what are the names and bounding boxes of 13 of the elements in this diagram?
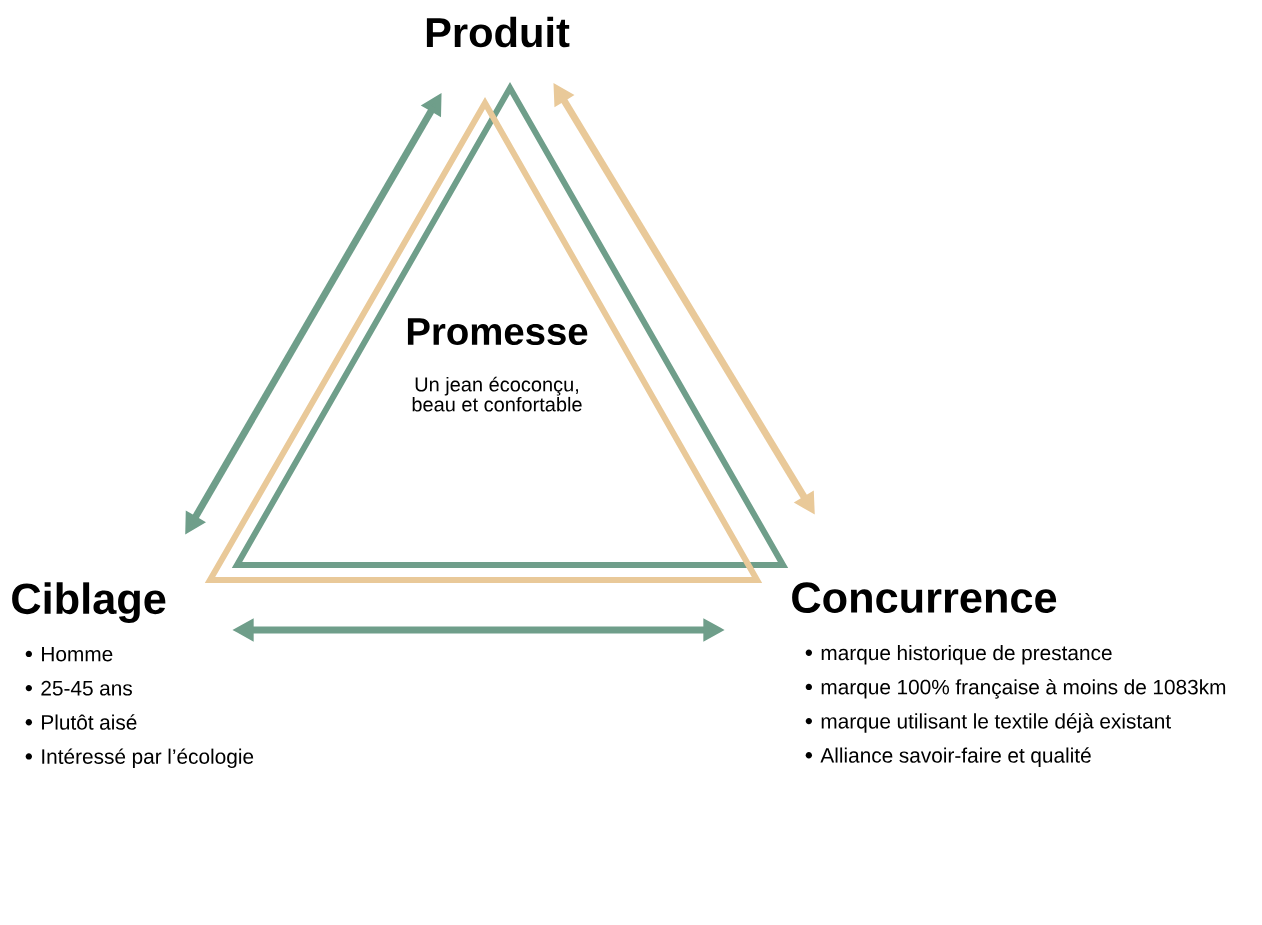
body-text: Un jean écoconçu, beau et confortable xyxy=(412,376,582,412)
heading: Ciblage xyxy=(12,582,166,623)
heading: Produit xyxy=(426,16,570,48)
list-item: 25-45 ans xyxy=(41,680,132,696)
list-item: marque 100% française à moins de 1083km xyxy=(821,678,1226,699)
list-item: Plutôt aisé xyxy=(42,714,137,730)
list-item: Alliance savoir-faire et qualité xyxy=(820,747,1091,767)
list-item: Homme xyxy=(42,646,113,662)
heading: Promesse xyxy=(407,318,588,346)
list-item: Intéressé par l’écologie xyxy=(42,748,254,769)
list-item: marque utilisant le textile déjà existant xyxy=(821,713,1171,733)
heading: Concurrence xyxy=(792,582,1057,613)
list-item: marque historique de prestance xyxy=(821,645,1112,665)
